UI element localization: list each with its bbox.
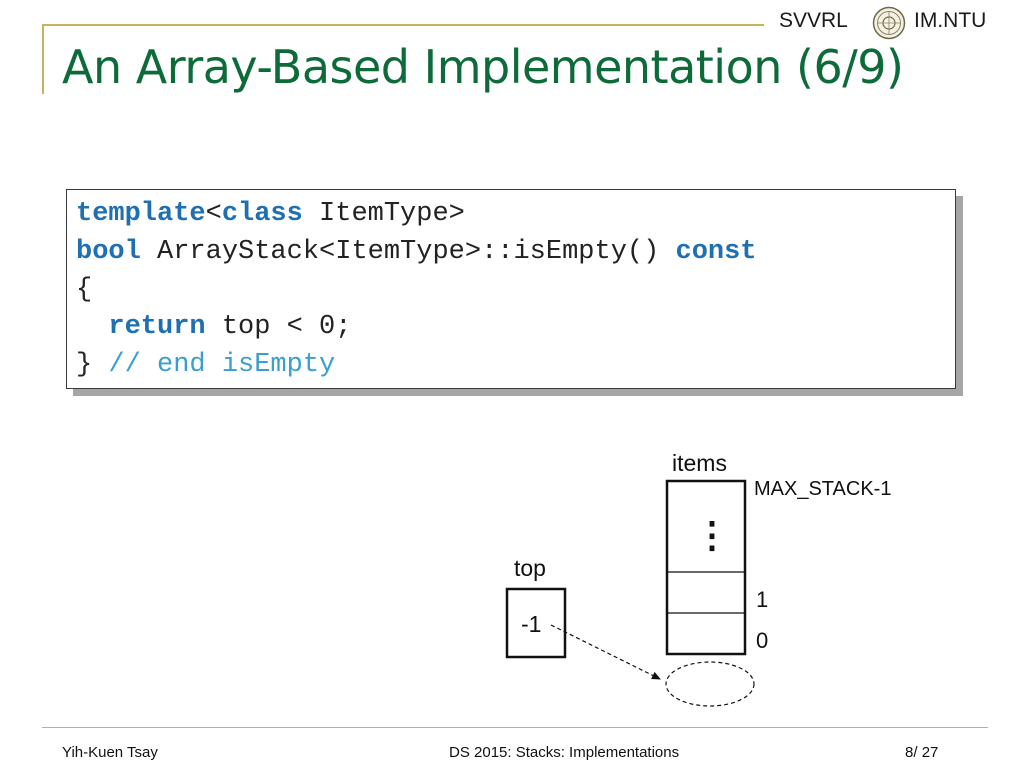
code-text: { bbox=[76, 275, 93, 305]
ellipsis-icon: ⋮ bbox=[694, 514, 730, 555]
index-one-label: 1 bbox=[756, 587, 769, 612]
code-keyword: const bbox=[675, 237, 757, 267]
top-value: -1 bbox=[521, 611, 542, 637]
code-keyword: return bbox=[108, 312, 206, 342]
footer-page-number: 8/ 27 bbox=[905, 744, 938, 761]
items-label: items bbox=[672, 450, 727, 476]
footer-rule bbox=[42, 727, 988, 728]
footer-author: Yih-Kuen Tsay bbox=[62, 744, 158, 761]
page-current: 8 bbox=[905, 744, 914, 761]
code-text: < bbox=[205, 199, 222, 229]
code-comment: // end isEmpty bbox=[108, 350, 336, 380]
code-line-5: } // end isEmpty bbox=[76, 350, 335, 380]
code-keyword: template bbox=[76, 199, 206, 229]
code-box: template<class ItemType> bool ArrayStack… bbox=[66, 189, 956, 389]
items-array-box bbox=[665, 479, 747, 656]
slide-title: An Array-Based Implementation (6/9) bbox=[62, 40, 904, 94]
index-zero-label: 0 bbox=[756, 628, 769, 653]
code-text: top < 0; bbox=[205, 312, 352, 342]
code-keyword: class bbox=[221, 199, 303, 229]
code-text: ItemType> bbox=[302, 199, 465, 229]
page-separator: / bbox=[913, 744, 922, 761]
code-line-4: return top < 0; bbox=[76, 312, 351, 342]
code-keyword: bool bbox=[76, 237, 141, 267]
top-label: top bbox=[514, 555, 546, 581]
footer-course: DS 2015: Stacks: Implementations bbox=[449, 744, 680, 761]
page-total: 27 bbox=[921, 744, 939, 761]
pointer-arrow bbox=[550, 624, 661, 680]
code-line-3: { bbox=[76, 275, 92, 305]
brand-imntu: IM.NTU bbox=[914, 9, 987, 32]
code-text: } bbox=[76, 350, 109, 380]
code-text: ArrayStack<ItemType>::isEmpty() bbox=[140, 237, 676, 267]
code-line-1: template<class ItemType> bbox=[76, 199, 465, 229]
header-rule bbox=[42, 24, 764, 26]
code-line-2: bool ArrayStack<ItemType>::isEmpty() con… bbox=[76, 237, 757, 267]
university-seal-icon bbox=[872, 6, 906, 40]
brand-svvrl: SVVRL bbox=[779, 9, 848, 32]
max-index-label: MAX_STACK-1 bbox=[754, 478, 892, 500]
top-box bbox=[505, 587, 567, 659]
empty-slot-ellipse bbox=[665, 661, 755, 707]
header-vertical-rule bbox=[42, 24, 44, 94]
